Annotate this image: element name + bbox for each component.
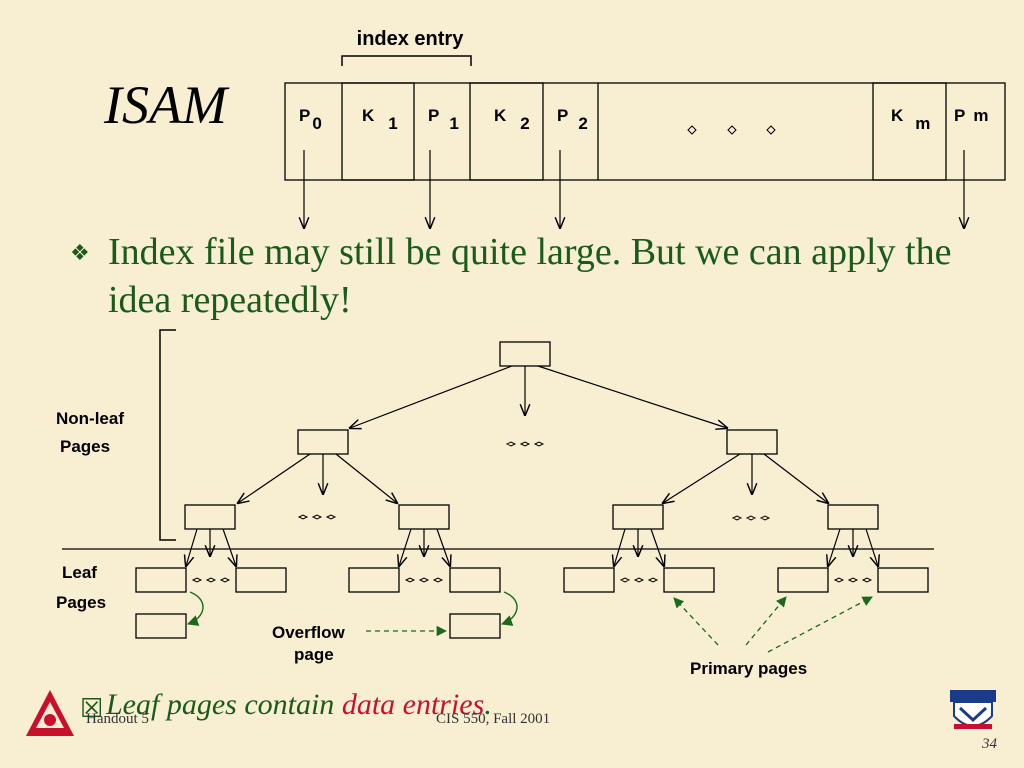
page-number: 34	[982, 736, 997, 752]
overflow-arrows	[186, 591, 518, 626]
overflow-page	[449, 613, 501, 639]
leaf-page	[135, 567, 187, 593]
nonleaf-label-1: Non-leaf	[56, 409, 124, 428]
leaf-page	[663, 567, 715, 593]
overflow-page	[135, 613, 187, 639]
leaf-note-prefix: Leaf pages contain	[106, 688, 342, 721]
bullet-text: Index file may still be quite large. But…	[108, 231, 952, 321]
checkbox-bullet-icon: ☒	[80, 693, 104, 723]
shield-icon	[950, 690, 996, 729]
nonleaf-label-2: Pages	[60, 437, 110, 456]
logo-icon	[26, 690, 74, 736]
overflow-label-2: page	[294, 645, 334, 664]
level2-node	[827, 504, 879, 530]
leaf-label-1: Leaf	[62, 563, 97, 582]
footer-center: CIS 550, Fall 2001	[436, 711, 551, 727]
leaf-page	[449, 567, 501, 593]
tree-edges	[186, 365, 878, 566]
pointer-arrows	[304, 150, 964, 228]
leaf-note: Leaf pages contain data entries.	[106, 688, 492, 722]
level1-node-right	[726, 429, 778, 455]
leaf-note-highlight: data entries	[341, 688, 485, 721]
level2-node	[398, 504, 450, 530]
overflow-label-1: Overflow	[272, 623, 346, 642]
index-entry-label: index entry	[357, 28, 465, 50]
nonleaf-bracket	[159, 329, 176, 541]
index-entry-bracket: index entry	[341, 28, 472, 66]
tree-nodes	[135, 341, 929, 639]
tree-ellipses	[191, 441, 873, 583]
leaf-page	[563, 567, 615, 593]
level2-node	[612, 504, 664, 530]
leaf-page	[877, 567, 929, 593]
leaf-page	[235, 567, 287, 593]
leaf-page	[348, 567, 400, 593]
ellipsis-diamonds	[687, 125, 776, 135]
bullet-diamond-icon: ❖	[70, 240, 90, 265]
root-node	[499, 341, 551, 367]
footer-left: Handout 5	[86, 711, 149, 727]
primary-pointers	[673, 596, 873, 653]
leaf-page	[777, 567, 829, 593]
slide-title: ISAM	[104, 75, 227, 135]
leaf-label-2: Pages	[56, 593, 106, 612]
level2-node	[184, 504, 236, 530]
leaf-note-suffix: .	[484, 688, 492, 721]
level1-node-left	[297, 429, 349, 455]
primary-label: Primary pages	[690, 659, 807, 678]
